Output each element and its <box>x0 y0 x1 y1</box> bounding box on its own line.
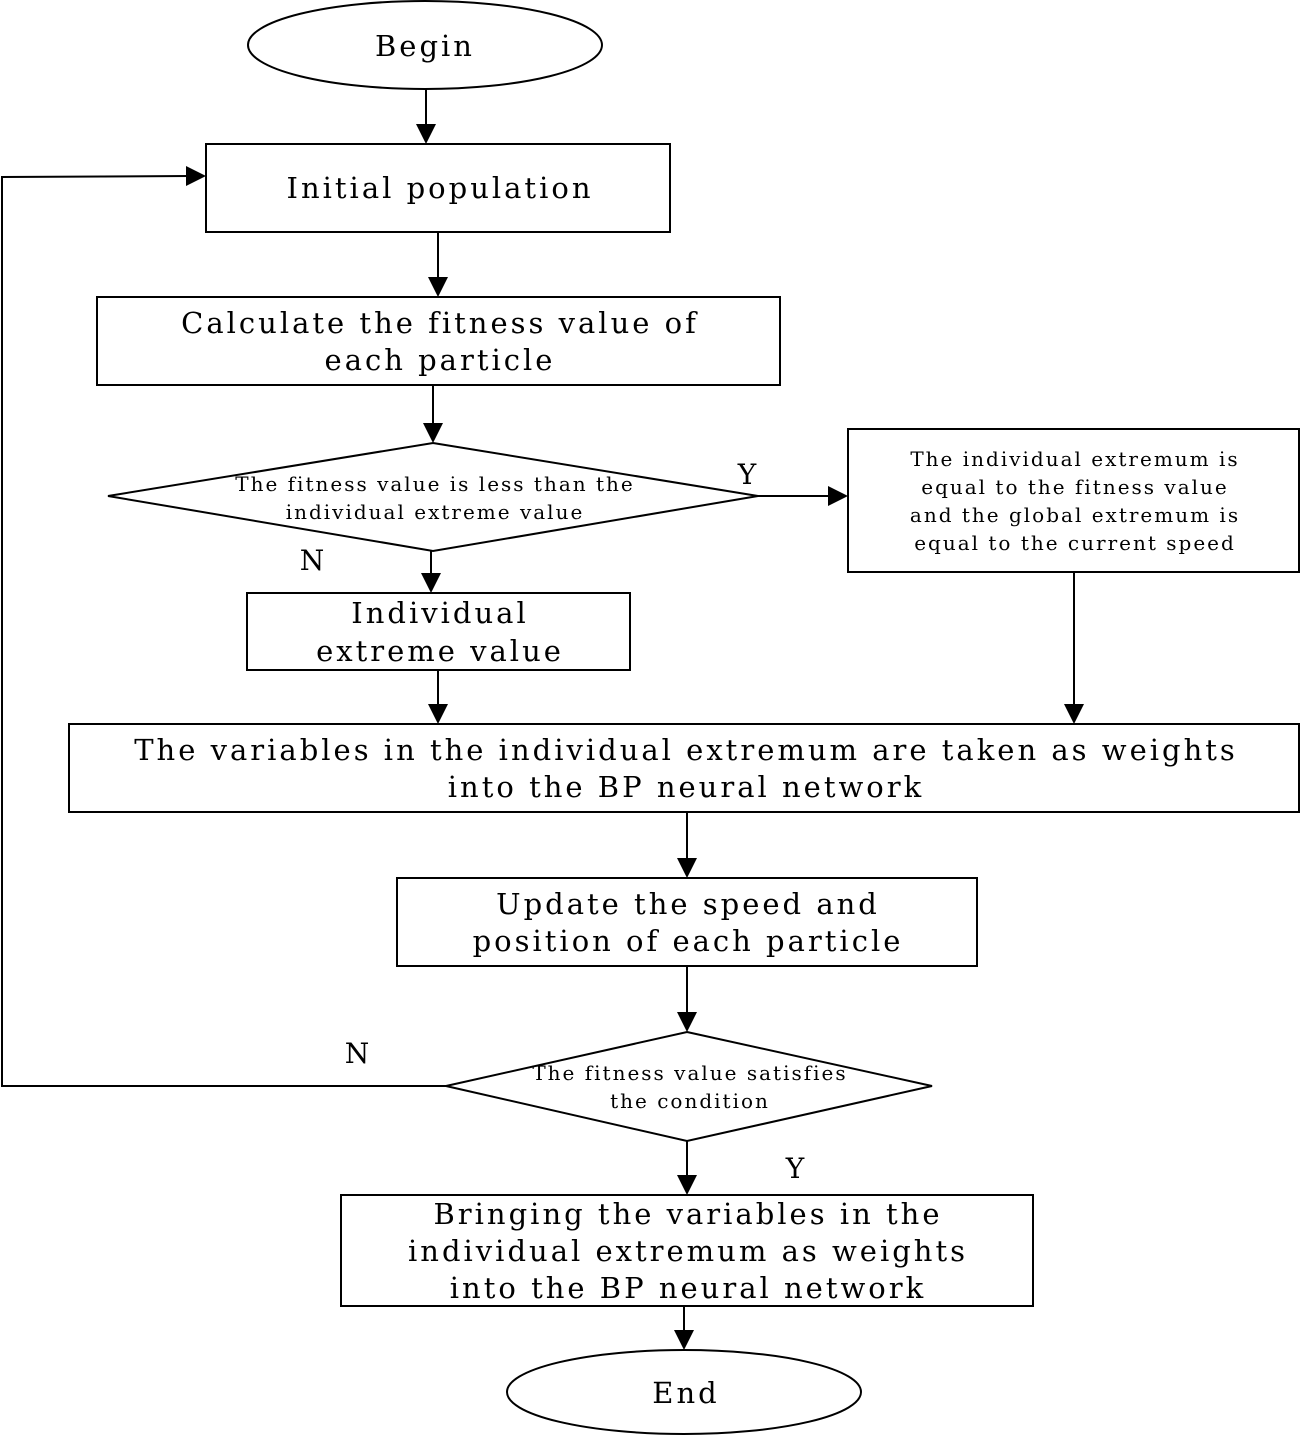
begin-label: Begin <box>375 29 475 63</box>
calc-fitness-line1: Calculate the fitness value of <box>181 306 699 340</box>
update-extremum-line4: equal to the current speed <box>914 531 1236 555</box>
end-node: End <box>506 1349 862 1435</box>
label-satisfies-no: N <box>345 1037 370 1070</box>
update-speed-box <box>396 877 978 967</box>
bring-variables-box <box>340 1194 1034 1307</box>
begin-terminator <box>247 0 603 90</box>
decision-less-line2: individual extreme value <box>286 500 585 524</box>
variables-weights-box <box>68 723 1300 813</box>
label-satisfies-yes: Y <box>785 1152 805 1185</box>
label-less-yes: Y <box>737 458 757 491</box>
update-speed-line2: position of each particle <box>473 924 904 958</box>
end-terminator <box>506 1349 862 1435</box>
bring-variables-line3: into the BP neural network <box>450 1271 926 1305</box>
update-extremum-node: The individual extremum is equal to the … <box>847 428 1300 573</box>
end-label: End <box>652 1376 719 1410</box>
arrowhead <box>428 704 448 724</box>
arrowhead <box>677 1012 697 1032</box>
individual-extreme-line2: extreme value <box>316 634 564 668</box>
arrowhead <box>1064 704 1084 724</box>
calc-fitness-box <box>96 296 781 386</box>
decision-satisfies-line2: the condition <box>610 1089 770 1113</box>
update-speed-node: Update the speed and position of each pa… <box>396 877 978 967</box>
individual-extreme-node: Individual extreme value <box>246 592 631 671</box>
arrowhead <box>186 166 206 186</box>
edge-labels: Y N N Y <box>300 458 805 1185</box>
decision-satisfies-node: The fitness value satisfies the conditio… <box>445 1030 933 1143</box>
decision-satisfies-diamond <box>445 1030 933 1143</box>
decision-less-diamond <box>107 441 759 553</box>
update-speed-line1: Update the speed and <box>496 887 880 921</box>
decision-less-line1: The fitness value is less than the <box>235 472 635 496</box>
individual-extreme-box <box>246 592 631 671</box>
bring-variables-line1: Bringing the variables in the <box>433 1197 942 1231</box>
begin-node: Begin <box>247 0 603 90</box>
init-population-label: Initial population <box>286 171 593 205</box>
flow-edges <box>1 89 1084 1350</box>
update-extremum-box <box>847 428 1300 573</box>
update-extremum-line1: The individual extremum is <box>910 447 1239 471</box>
arrowhead <box>828 486 848 506</box>
variables-weights-line1: The variables in the individual extremum… <box>134 733 1238 767</box>
arrowhead <box>423 423 443 443</box>
arrowhead <box>677 1175 697 1195</box>
bring-variables-node: Bringing the variables in the individual… <box>340 1194 1034 1307</box>
label-less-no: N <box>300 544 325 577</box>
update-extremum-line2: equal to the fitness value <box>921 475 1229 499</box>
arrowhead <box>677 858 697 878</box>
bring-variables-line2: individual extremum as weights <box>408 1234 968 1268</box>
edge-loop-back <box>1 175 446 1087</box>
arrowhead <box>416 124 436 144</box>
individual-extreme-line1: Individual <box>351 596 528 630</box>
variables-weights-node: The variables in the individual extremum… <box>68 723 1300 813</box>
decision-less-node: The fitness value is less than the indiv… <box>107 441 759 553</box>
variables-weights-line2: into the BP neural network <box>448 770 924 804</box>
update-extremum-line3: and the global extremum is <box>910 503 1240 527</box>
decision-satisfies-line1: The fitness value satisfies <box>532 1061 847 1085</box>
calc-fitness-node: Calculate the fitness value of each part… <box>96 296 781 386</box>
init-population-box <box>205 143 671 233</box>
arrowhead <box>674 1330 694 1350</box>
arrowhead <box>421 573 441 593</box>
calc-fitness-line2: each particle <box>325 343 556 377</box>
arrowhead <box>428 277 448 297</box>
init-population-node: Initial population <box>205 143 671 233</box>
